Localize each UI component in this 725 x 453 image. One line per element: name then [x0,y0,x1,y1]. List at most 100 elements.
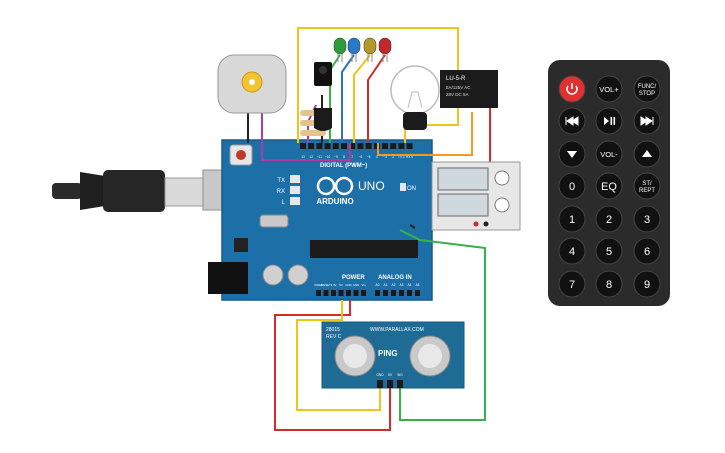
rx-label: RX [277,189,285,195]
wire-red-sensor [274,300,391,431]
ultrasonic-pin-label: 5V [388,373,393,377]
remote-button-label: 1 [569,214,575,226]
power-pin-label: GND [353,283,359,287]
remote-button[interactable] [633,75,661,103]
digital-pin[interactable] [373,143,380,149]
remote-button[interactable] [558,172,586,200]
digital-pin[interactable] [316,143,323,149]
digital-pin[interactable] [382,143,388,149]
remote-button[interactable] [558,237,586,265]
analog-pin-label: A2 [392,283,396,287]
remote-button[interactable] [595,237,623,265]
power-icon [566,83,578,95]
resistor-3 [300,130,326,136]
digital-pin[interactable] [398,143,405,149]
analog-pin-label: A5 [416,283,420,287]
digital-pin[interactable] [349,143,356,149]
wire-blue-led [341,54,355,143]
remote-button[interactable] [633,270,661,298]
analog-pin-label: A4 [408,283,412,287]
remote-button[interactable] [558,270,586,298]
power-supply [431,161,521,231]
power-pin[interactable] [331,290,336,296]
ultrasonic-brand: PING [378,349,398,358]
digital-pin[interactable] [300,143,306,149]
power-pin[interactable] [346,290,351,296]
crystal [259,214,289,228]
power-pin-label: 5V [339,283,343,287]
analog-pin[interactable] [383,290,388,296]
remote-button-label: VOL+ [599,85,619,94]
power-pin[interactable] [323,290,329,296]
analog-pin[interactable] [375,290,380,296]
digital-pin-label: RX 0 [406,155,413,159]
remote-button[interactable] [595,140,623,168]
tx-label: TX [277,178,285,184]
power-header: POWER [342,275,365,281]
remote-button[interactable] [595,205,623,233]
digital-pin[interactable] [324,143,331,149]
arduino-logo [316,176,354,196]
ultrasonic-pin-label: SIG [397,373,403,377]
remote-button-label: STOP [639,91,655,97]
digital-pin[interactable] [390,143,397,149]
remote-button-label: 8 [606,279,612,291]
analog-header: ANALOG IN [378,275,412,281]
digital-pin[interactable] [308,143,315,149]
digital-pin-label: ~10 [325,155,331,159]
relay-body [440,70,498,108]
power-pin[interactable] [316,290,321,296]
analog-pin[interactable] [415,290,420,296]
arduino-brand: ARDUINO [316,197,353,206]
wire-yellow-led [353,54,371,143]
ultrasonic-url: WWW.PARALLAX.COM [370,327,424,333]
remote-button-label: 3 [644,214,650,226]
power-pin-label: GND [345,283,351,287]
digital-pin[interactable] [357,143,364,149]
power-supply-knob-2[interactable] [494,197,510,213]
power-pin[interactable] [361,290,366,296]
l-label: L [282,200,286,206]
digital-pin[interactable] [365,143,372,149]
power-pin[interactable] [353,290,359,296]
ir-receiver [314,62,332,86]
remote-button[interactable] [633,237,661,265]
reset-button-cap[interactable] [236,150,246,160]
led [333,37,347,55]
remote-button-label: VOL- [600,150,618,159]
remote-button[interactable] [595,172,623,200]
remote-button[interactable] [633,205,661,233]
digital-pin-label: TX 1 [398,155,405,159]
analog-pin[interactable] [391,290,396,296]
remote-button[interactable] [558,205,586,233]
power-pin-label: IOREF [314,283,323,287]
led [347,37,361,55]
digital-pin[interactable] [406,143,413,149]
analog-pin[interactable] [407,290,412,296]
remote-button[interactable] [595,270,623,298]
ultrasonic-transducer-right-inner [418,344,442,368]
remote-button[interactable] [633,172,661,200]
remote-button-label: 4 [569,246,575,258]
digital-pin-label: 4 [376,155,378,159]
digital-pin[interactable] [332,143,339,149]
analog-pin-label: A0 [376,283,380,287]
ultrasonic-pin[interactable] [397,380,403,388]
usb-plug-metal [164,177,206,207]
light-bulb [390,65,440,130]
digital-pin[interactable] [341,143,347,149]
power-pin[interactable] [338,290,344,296]
analog-pin[interactable] [399,290,404,296]
power-supply-knob-1[interactable] [494,170,510,186]
usb-cable [52,169,232,212]
digital-pin-label: 12 [309,155,313,159]
ultrasonic-pin[interactable] [377,380,383,388]
power-supply-terminal-neg [483,221,489,227]
remote-button[interactable] [595,75,623,103]
relay-model: LU-5-R [446,76,466,82]
remote-button-label: 9 [644,279,650,291]
ultrasonic-pin[interactable] [387,380,393,388]
analog-pin-label: A1 [384,283,388,287]
